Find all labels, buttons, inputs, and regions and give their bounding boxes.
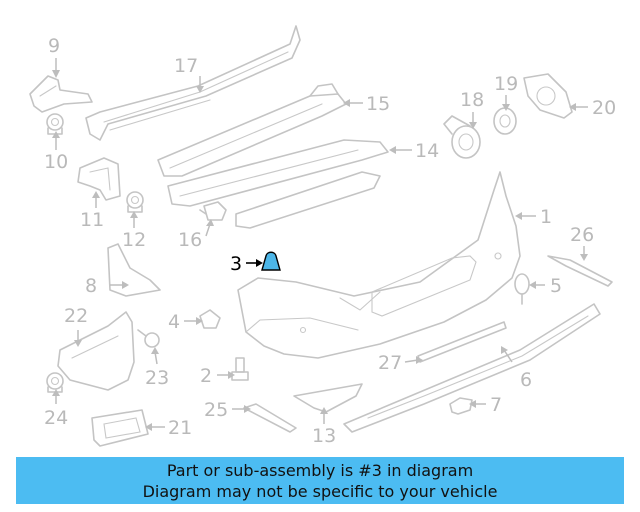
part-23-bolt — [137, 329, 160, 348]
part-26-trim — [547, 255, 613, 287]
part-1-bumper-cover — [237, 171, 521, 359]
callout-9: 9 — [48, 35, 60, 57]
callout-numbers: 9 17 15 14 10 11 12 16 18 19 20 1 26 5 3… — [44, 35, 616, 447]
callout-6: 6 — [520, 369, 532, 391]
callout-13: 13 — [312, 425, 336, 447]
part-24-nut — [46, 372, 64, 393]
callout-24: 24 — [44, 407, 68, 429]
part-15-absorber — [157, 83, 347, 177]
part-11-bracket — [77, 157, 121, 201]
callout-27: 27 — [378, 352, 402, 374]
leader-lines — [52, 58, 588, 431]
part-9-bracket — [29, 75, 93, 113]
callout-23: 23 — [145, 367, 169, 389]
part-20-holder — [523, 73, 573, 119]
part-18-sensor — [443, 115, 481, 159]
part-10-nut — [46, 113, 64, 135]
callout-3: 3 — [230, 253, 242, 275]
callout-26: 26 — [570, 224, 594, 246]
part-3-clip — [261, 251, 281, 271]
part-16-bolt — [199, 201, 227, 221]
callout-4: 4 — [168, 311, 180, 333]
part-7-bracket — [449, 397, 473, 415]
callout-1: 1 — [540, 206, 552, 228]
callout-18: 18 — [460, 89, 484, 111]
callout-11: 11 — [80, 209, 104, 231]
callout-15: 15 — [366, 93, 390, 115]
part-22-bracket — [57, 311, 135, 391]
callout-16: 16 — [178, 229, 202, 251]
part-21-housing — [91, 409, 149, 447]
callout-19: 19 — [494, 73, 518, 95]
callout-20: 20 — [592, 97, 616, 119]
callout-7: 7 — [490, 394, 502, 416]
callout-21: 21 — [168, 417, 192, 439]
part-8-bracket — [107, 243, 161, 297]
callout-8: 8 — [85, 275, 97, 297]
part-5-lamp — [514, 273, 530, 305]
callout-5: 5 — [550, 275, 562, 297]
part-25-lamp — [243, 403, 297, 433]
banner-line-1: Part or sub-assembly is #3 in diagram — [166, 460, 474, 480]
part-13-molding — [293, 383, 363, 413]
part-2-bolt — [231, 357, 249, 381]
part-6-diffuser — [343, 303, 601, 433]
callout-2: 2 — [200, 365, 212, 387]
callout-12: 12 — [122, 229, 146, 251]
part-12-nut — [126, 191, 144, 213]
part-19-ring — [493, 107, 517, 135]
part-27-strip — [417, 321, 507, 363]
part-14-absorber — [167, 139, 389, 229]
part-4-clip — [199, 309, 221, 329]
callout-25: 25 — [204, 399, 228, 421]
part-17-reinforcement — [85, 25, 301, 141]
banner-line-2: Diagram may not be specific to your vehi… — [142, 481, 498, 501]
callout-14: 14 — [415, 140, 439, 162]
callout-17: 17 — [174, 55, 198, 77]
callout-10: 10 — [44, 151, 68, 173]
callout-22: 22 — [64, 305, 88, 327]
info-banner: Part or sub-assembly is #3 in diagram Di… — [16, 457, 624, 504]
